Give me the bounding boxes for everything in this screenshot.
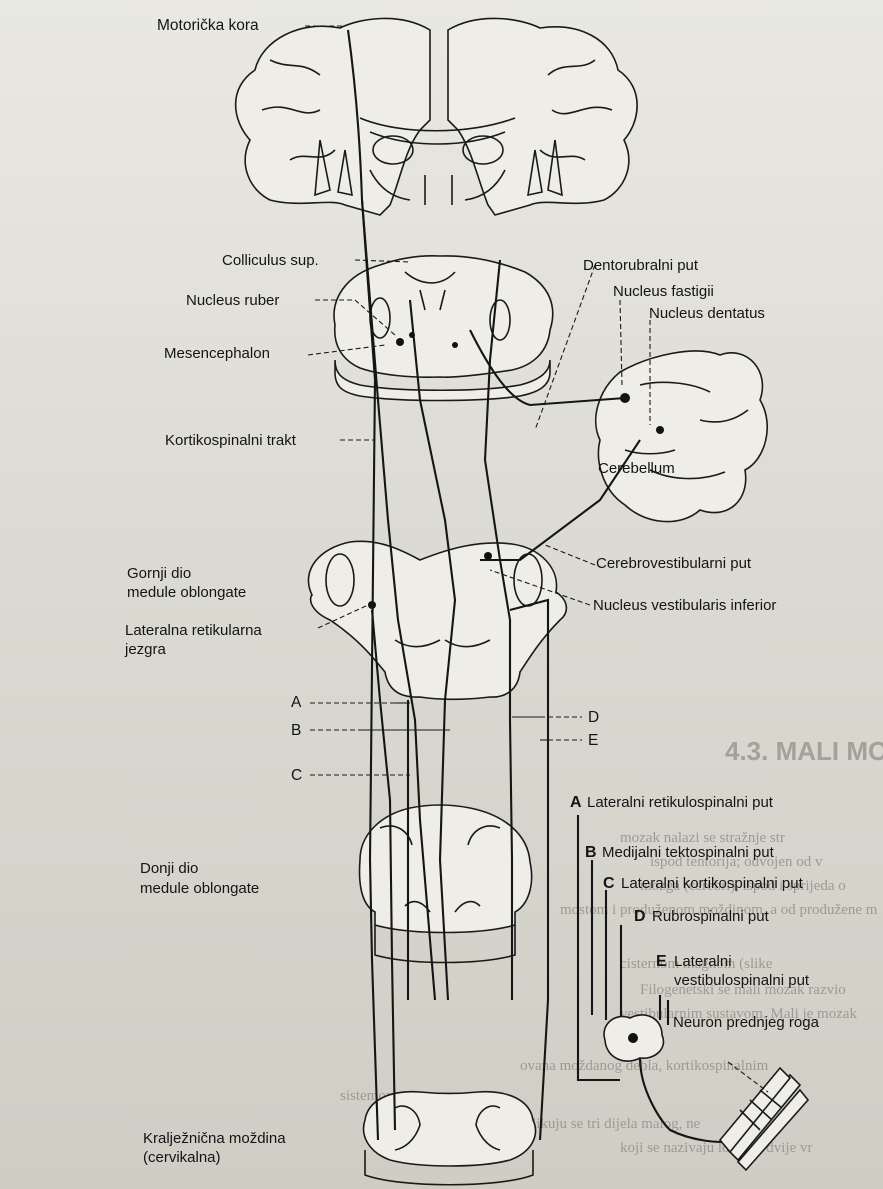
label-lower-medulla: medule oblongate [140, 880, 259, 897]
label-nucleus-dentatus: Nucleus dentatus [649, 305, 765, 322]
label-upper-medulla: medule oblongate [127, 584, 246, 601]
legend-item-e: vestibulospinalni put [674, 972, 810, 989]
legend-item-a: Lateralni retikulospinalni put [587, 794, 774, 811]
legend-item-neuron: Neuron prednjeg roga [673, 1014, 820, 1031]
label-lower-medulla: Donji dio [140, 860, 198, 877]
label-nucleus-ruber: Nucleus ruber [186, 292, 279, 309]
label-nucleus-fastigii: Nucleus fastigii [613, 283, 714, 300]
bg-line: ovana moždanog debla, kortikospinalnim [520, 1058, 769, 1074]
legend-item-d: Rubrospinalni put [652, 908, 770, 925]
label-motor-cortex: Motorička kora [157, 17, 259, 34]
label-mesencephalon: Mesencephalon [164, 345, 270, 362]
label-lat-reticular: Lateralna retikularna [125, 622, 262, 639]
label-dentorubral: Dentorubralni put [583, 257, 699, 274]
letter-a: A [291, 694, 302, 711]
legend-item-b: Medijalni tektospinalni put [602, 844, 775, 861]
upper-medulla-drawing [308, 541, 566, 699]
legend-key-c: C [603, 875, 615, 892]
label-spinal-cord: Kralježnična moždina [143, 1130, 286, 1147]
legend-item-e: Lateralni [674, 953, 732, 970]
letter-c: C [291, 767, 302, 784]
legend-key-a: A [570, 794, 582, 811]
spinal-cord-drawing [364, 1092, 536, 1185]
legend-key-b: B [585, 844, 597, 861]
label-lat-reticular: jezgra [124, 641, 167, 658]
bg-heading: 4.3. MALI MOZAK (CEREBELLUM) [725, 736, 883, 766]
label-cerebrovestibular: Cerebrovestibularni put [596, 555, 752, 572]
letter-e: E [588, 732, 598, 749]
label-cerebellum: Cerebellum [598, 460, 675, 477]
legend-key-e: E [656, 953, 667, 970]
letter-b: B [291, 722, 301, 739]
label-spinal-cord: (cervikalna) [143, 1149, 221, 1166]
cerebrum-drawing [236, 18, 638, 215]
letter-d: D [588, 709, 599, 726]
label-vestibular-inferior: Nucleus vestibularis inferior [593, 597, 776, 614]
lower-medulla-drawing [360, 805, 532, 963]
label-colliculus-sup: Colliculus sup. [222, 252, 319, 269]
legend-item-c: Lateralni kortikospinalni put [621, 875, 804, 892]
legend-key-d: D [634, 908, 646, 925]
label-upper-medulla: Gornji dio [127, 565, 191, 582]
label-cortico-tract: Kortikospinalni trakt [165, 432, 297, 449]
